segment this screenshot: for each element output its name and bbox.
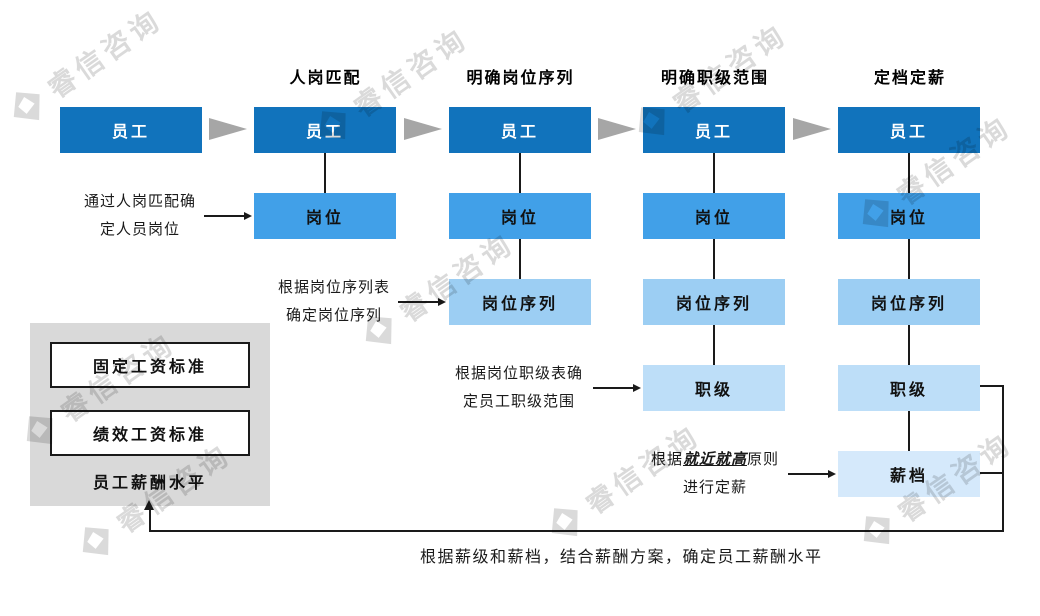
arrowhead-right-icon: [438, 298, 446, 306]
connector-line: [713, 325, 715, 365]
annotation-arrow: [398, 297, 446, 307]
connector-line: [519, 153, 521, 193]
performance-salary-box: 绩效工资标准: [50, 410, 250, 456]
fixed-salary-box: 固定工资标准: [50, 342, 250, 388]
feedback-line: [149, 530, 1004, 532]
annotation-line: 定员工职级范围: [462, 393, 575, 410]
emphasis-text: 就近就高: [682, 451, 747, 468]
annotation-line: 定人员岗位: [99, 221, 180, 238]
node-employee: 员工: [254, 107, 396, 153]
bottom-note: 根据薪级和薪档，结合薪酬方案，确定员工薪酬水平: [420, 549, 823, 566]
salary-level-label: 员工薪酬水平: [92, 475, 207, 492]
node-employee: 员工: [449, 107, 591, 153]
stage-header: 明确岗位序列: [466, 70, 575, 87]
annotation-note: 根据就近就高原则 进行定薪: [630, 446, 800, 502]
feedback-arrowhead-up-icon: [144, 500, 154, 510]
stage-arrow-icon: [209, 118, 247, 140]
brand-logo-icon: [13, 92, 40, 121]
annotation-note: 根据岗位序列表 确定岗位序列: [249, 274, 419, 330]
node-post: 岗位: [838, 193, 980, 239]
connector-line: [713, 153, 715, 193]
stage-header: 人岗匹配: [289, 70, 362, 87]
stage-header: 定档定薪: [873, 70, 946, 87]
annotation-line: 根据岗位序列表: [277, 279, 390, 296]
feedback-line: [980, 385, 1003, 387]
node-post-sequence: 岗位序列: [449, 279, 591, 325]
connector-line: [908, 325, 910, 365]
arrowhead-right-icon: [244, 212, 252, 220]
brand-logo-icon: [551, 508, 578, 537]
feedback-line: [1002, 385, 1004, 531]
stage-header: 明确职级范围: [660, 70, 769, 87]
annotation-note: 通过人岗匹配确 定人员岗位: [55, 188, 225, 244]
arrowhead-right-icon: [633, 384, 641, 392]
feedback-line: [149, 509, 151, 531]
node-salary-step: 薪档: [838, 451, 980, 497]
node-job-grade: 职级: [838, 365, 980, 411]
annotation-arrow: [204, 211, 252, 221]
arrowhead-right-icon: [828, 470, 836, 478]
connector-line: [324, 153, 326, 193]
watermark-text: 睿信咨询: [42, 3, 169, 105]
connector-line: [908, 153, 910, 193]
brand-logo-icon: [82, 527, 109, 556]
annotation-line: 确定岗位序列: [285, 307, 382, 324]
annotation-line: 通过人岗匹配确: [83, 193, 196, 210]
node-post: 岗位: [254, 193, 396, 239]
node-employee: 员工: [60, 107, 202, 153]
annotation-line: 根据岗位职级表确: [454, 365, 583, 382]
connector-line: [519, 239, 521, 279]
feedback-line: [980, 472, 1003, 474]
node-post: 岗位: [449, 193, 591, 239]
stage-arrow-icon: [404, 118, 442, 140]
connector-line: [908, 239, 910, 279]
connector-line: [908, 411, 910, 451]
annotation-arrow: [593, 383, 641, 393]
connector-line: [713, 239, 715, 279]
node-post-sequence: 岗位序列: [838, 279, 980, 325]
annotation-line: 进行定薪: [682, 479, 747, 496]
node-employee: 员工: [643, 107, 785, 153]
node-post-sequence: 岗位序列: [643, 279, 785, 325]
annotation-note: 根据岗位职级表确 定员工职级范围: [434, 360, 604, 416]
annotation-line: 根据就近就高原则: [650, 451, 780, 468]
node-job-grade: 职级: [643, 365, 785, 411]
salary-panel: 固定工资标准 绩效工资标准 员工薪酬水平: [30, 323, 270, 506]
node-post: 岗位: [643, 193, 785, 239]
stage-arrow-icon: [598, 118, 636, 140]
annotation-arrow: [788, 469, 836, 479]
stage-arrow-icon: [793, 118, 831, 140]
node-employee: 员工: [838, 107, 980, 153]
